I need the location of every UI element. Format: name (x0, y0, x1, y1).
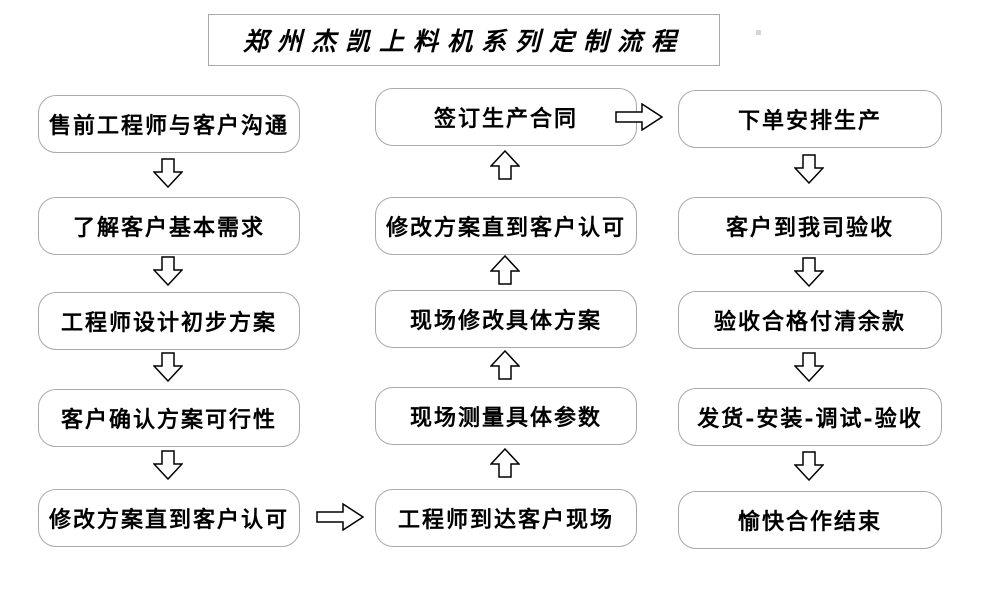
up-arrow-icon (489, 254, 521, 285)
flow-node-label: 愉快合作结束 (737, 509, 882, 535)
flow-node-onsite-measure-params: 现场测量具体参数 (375, 387, 637, 445)
flow-node-confirm-feasibility: 客户确认方案可行性 (38, 389, 300, 447)
down-arrow-icon (152, 256, 184, 287)
flow-node-revise-until-approved-2: 修改方案直到客户认可 (375, 197, 637, 255)
flow-node-label: 现场测量具体参数 (409, 405, 602, 431)
right-arrow-icon (615, 102, 664, 132)
flow-node-understand-needs: 了解客户基本需求 (38, 197, 300, 255)
down-arrow-icon (152, 158, 184, 189)
flow-node-label: 了解客户基本需求 (72, 215, 265, 241)
flow-node-label: 发货-安装-调试-验收 (697, 406, 923, 432)
down-arrow-icon (152, 450, 184, 481)
up-arrow-icon (489, 349, 521, 380)
flow-node-presale-communication: 售前工程师与客户沟通 (38, 95, 300, 153)
flow-node-label: 客户确认方案可行性 (60, 407, 277, 433)
down-arrow-icon (152, 352, 184, 383)
small-square-artifact (756, 30, 761, 35)
right-arrow-icon (316, 502, 365, 532)
flow-node-customer-acceptance-visit: 客户到我司验收 (678, 197, 942, 255)
flow-node-ship-install-debug-accept: 发货-安装-调试-验收 (678, 388, 942, 446)
flow-node-label: 工程师设计初步方案 (60, 310, 277, 336)
flow-node-sign-contract: 签订生产合同 (375, 88, 637, 146)
up-arrow-icon (489, 149, 521, 180)
down-arrow-icon (793, 257, 825, 288)
flowchart-title-box: 郑州杰凯上料机系列定制流程 (208, 14, 720, 66)
down-arrow-icon (793, 154, 825, 185)
flow-node-label: 下单安排生产 (737, 108, 882, 134)
flow-node-label: 现场修改具体方案 (409, 308, 602, 334)
flow-node-label: 工程师到达客户现场 (397, 507, 614, 533)
flow-node-label: 签订生产合同 (433, 106, 578, 132)
flow-node-pay-balance: 验收合格付清余款 (678, 291, 942, 349)
flowchart-title: 郑州杰凯上料机系列定制流程 (242, 27, 685, 56)
flow-node-revise-until-approved-1: 修改方案直到客户认可 (38, 489, 300, 547)
down-arrow-icon (793, 352, 825, 383)
flow-node-label: 验收合格付清余款 (713, 309, 906, 335)
flow-node-label: 修改方案直到客户认可 (48, 507, 289, 533)
flow-node-schedule-production: 下单安排生产 (678, 90, 942, 148)
flow-node-cooperation-end: 愉快合作结束 (678, 491, 942, 549)
flow-node-engineer-arrives-site: 工程师到达客户现场 (375, 489, 637, 547)
down-arrow-icon (793, 451, 825, 482)
up-arrow-icon (489, 447, 521, 478)
flow-node-onsite-revise-plan: 现场修改具体方案 (375, 290, 637, 348)
flow-node-initial-design: 工程师设计初步方案 (38, 292, 300, 350)
flow-node-label: 修改方案直到客户认可 (385, 215, 626, 241)
flow-node-label: 客户到我司验收 (725, 215, 894, 241)
flow-node-label: 售前工程师与客户沟通 (48, 113, 289, 139)
